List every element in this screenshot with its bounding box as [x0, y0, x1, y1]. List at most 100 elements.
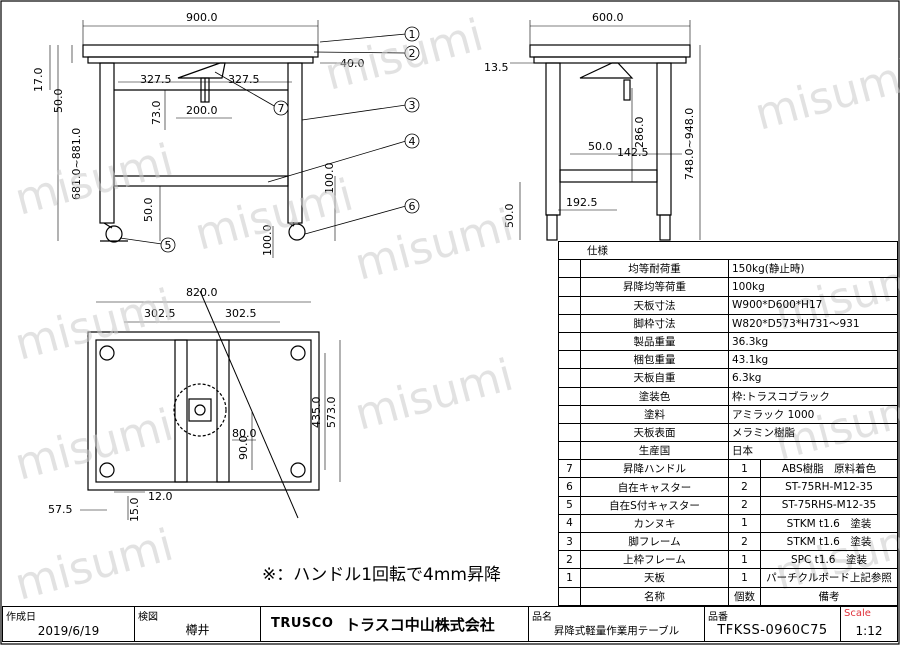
spec-value: 日本 — [728, 441, 898, 461]
part-note: STKM t1.6 塗装 — [760, 531, 898, 552]
company-name: トラスコ中山株式会社 — [345, 616, 495, 634]
part-note: ABS樹脂 原料着色 — [760, 459, 898, 479]
right-leg — [287, 62, 303, 224]
part-name: 脚フレーム — [580, 531, 729, 552]
part-no: 4 — [558, 513, 581, 534]
watermark-4: misumi — [10, 280, 179, 371]
tb-date: 2019/6/19 — [37, 624, 100, 638]
part-note: ST-75RHS-M12-35 — [760, 495, 898, 515]
company-logo-text: TRUSCO — [271, 616, 334, 631]
part-qty: 1 — [728, 459, 761, 479]
dim-327-right: 327.5 — [228, 73, 260, 86]
handle-note: ※：ハンドル1回転で4mm昇降 — [262, 565, 501, 585]
tb-check-cell: 検図 樽井 — [135, 607, 261, 641]
tb-date-cell: 作成日 2019/6/19 — [3, 607, 135, 641]
dim-side-height-range: 748.0~948.0 — [683, 108, 696, 180]
tb-code: TFKSS-0960C75 — [717, 623, 828, 638]
dim-depth-600: 600.0 — [592, 11, 624, 24]
tb-checker: 樽井 — [185, 623, 210, 637]
spec-label: 脚枠寸法 — [580, 313, 729, 333]
front-crossbar — [113, 175, 289, 187]
front-dimension-lines — [49, 20, 362, 258]
dim-caster-100: 100.0 — [261, 225, 274, 257]
balloon-6: 6 — [409, 200, 416, 213]
balloon-1: 1 — [409, 28, 416, 41]
tb-scale-label: Scale — [844, 608, 871, 619]
dim-top-302-right: 302.5 — [225, 307, 257, 320]
spec-value: アミラック 1000 — [728, 404, 898, 424]
spec-label: 均等耐荷重 — [580, 259, 729, 279]
tb-scale-cell: Scale 1:12 — [841, 607, 897, 641]
title-block: 作成日 2019/6/19 検図 樽井 TRUSCO トラスコ中山株式会社 品名… — [2, 606, 898, 642]
balloon-7: 7 — [278, 102, 285, 115]
caster-wheel-right — [288, 223, 306, 241]
balloon-2: 2 — [409, 47, 416, 60]
part-qty: 1 — [728, 568, 761, 588]
part-name: 昇降ハンドル — [580, 459, 729, 479]
part-name: 自在キャスター — [580, 477, 729, 497]
left-leg — [99, 62, 115, 224]
handle-plate — [188, 398, 212, 422]
dim-top-820: 820.0 — [186, 286, 218, 299]
tb-company-cell: TRUSCO トラスコ中山株式会社 — [261, 607, 529, 641]
balloon-4: 4 — [409, 135, 416, 148]
spec-title-row: 仕様 — [558, 240, 898, 261]
part-no: 2 — [558, 550, 581, 570]
watermark-6: misumi — [10, 400, 179, 491]
part-qty: 2 — [728, 531, 761, 552]
part-note: SPC t1.6 塗装 — [760, 550, 898, 570]
spec-value: 150kg(静止時) — [728, 259, 898, 279]
dim-side-50b: 50.0 — [503, 204, 516, 229]
front-dimension-text: 900.0 50.0 17.0 40.0 327.5 327.5 73.0 20… — [32, 11, 365, 256]
spec-label: 天板表面 — [580, 422, 729, 443]
dim-side-192-5: 192.5 — [566, 196, 598, 209]
dim-side-286: 286.0 — [633, 117, 646, 149]
dim-side-142-5: 142.5 — [617, 146, 649, 159]
spec-label: 天板自重 — [580, 368, 729, 388]
dim-handle-200: 200.0 — [186, 104, 218, 117]
tb-check-label: 検図 — [138, 612, 158, 623]
spec-value: 枠:トラスコブラック — [728, 386, 898, 406]
adjuster-left — [546, 214, 558, 241]
side-tabletop — [529, 44, 691, 58]
part-no: 6 — [558, 477, 581, 497]
balloon-numbers: 1 2 3 4 5 6 7 — [165, 28, 416, 252]
part-name: 自在S付キャスター — [580, 495, 729, 515]
dim-top-15: 15.0 — [128, 498, 141, 523]
part-no: 1 — [558, 568, 581, 588]
spec-value: 100kg — [728, 277, 898, 297]
watermark-8: misumi — [10, 520, 179, 611]
side-dimension-text: 600.0 13.5 748.0~948.0 286.0 50.0 142.5 … — [484, 11, 696, 228]
dim-side-13-5: 13.5 — [484, 61, 509, 74]
dim-height-range: 681.0~881.0 — [70, 128, 83, 200]
part-no: 7 — [558, 459, 581, 479]
spec-label: 製品重量 — [580, 331, 729, 352]
part-qty: 2 — [728, 477, 761, 497]
top-center-rail-left — [174, 339, 188, 483]
dim-crossbar-100: 100.0 — [323, 163, 336, 195]
adjuster-right — [659, 214, 671, 241]
tb-product-label: 品名 — [532, 612, 552, 623]
spec-label: 梱包重量 — [580, 350, 729, 370]
tb-date-label: 作成日 — [6, 612, 36, 623]
part-name: カンヌキ — [580, 513, 729, 534]
part-balloons — [119, 26, 420, 253]
dim-top-80: 80.0 — [232, 427, 257, 440]
spec-row: 生産国日本 — [558, 441, 898, 461]
tb-code-cell: 品番 TFKSS-0960C75 — [705, 607, 841, 641]
balloon-3: 3 — [409, 99, 416, 112]
front-view — [82, 44, 319, 243]
part-qty: 1 — [728, 550, 761, 570]
top-outer-frame — [87, 331, 320, 491]
dim-side-50: 50.0 — [588, 140, 613, 153]
part-name: 上枠フレーム — [580, 550, 729, 570]
